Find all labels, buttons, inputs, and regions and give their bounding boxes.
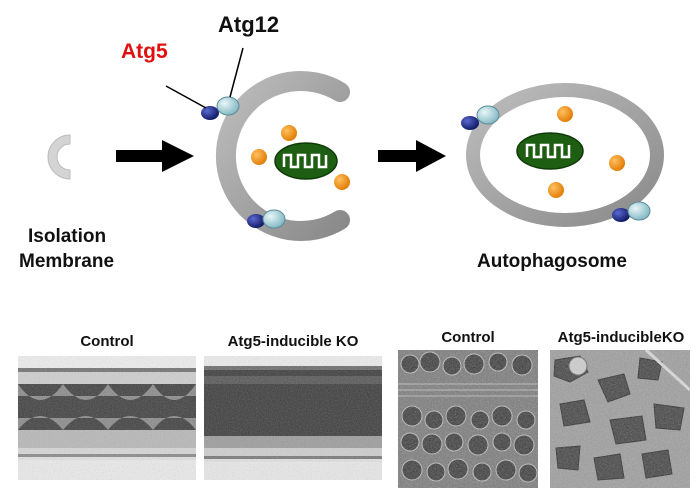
- atg5-protein: [201, 106, 219, 120]
- atg12-protein: [476, 105, 500, 125]
- atg12-protein: [216, 96, 240, 116]
- isolation-membrane-label-line2: Membrane: [19, 251, 115, 272]
- atg12-protein: [262, 209, 286, 229]
- isolation-membrane-label-line1: Isolation: [28, 226, 107, 247]
- atg5-protein: [247, 214, 265, 228]
- panel-title-control-echo: Control: [80, 333, 134, 350]
- vesicle: [334, 174, 350, 190]
- echo-image-control: [18, 356, 196, 480]
- autophagy-diagram: [47, 47, 664, 241]
- vesicle: [251, 149, 267, 165]
- em-image-ko: [550, 350, 690, 488]
- atg5-protein: [461, 116, 479, 130]
- atg5-leader-line: [165, 85, 207, 109]
- arrow-1: [116, 140, 194, 172]
- autophagosome-label: Autophagosome: [477, 251, 627, 272]
- vesicle: [609, 155, 625, 171]
- atg12-label: Atg12: [218, 12, 280, 37]
- em-image-control: [398, 350, 538, 488]
- isolation-membrane-crescent: [47, 134, 71, 180]
- phagophore-membrane: [215, 71, 350, 241]
- vesicle: [557, 106, 573, 122]
- vesicle: [281, 125, 297, 141]
- atg5-label: Atg5: [121, 40, 168, 63]
- mitochondrion: [516, 132, 584, 170]
- panel-title-ko-em: Atg5-inducibleKO: [557, 329, 685, 346]
- vesicle: [548, 182, 564, 198]
- echo-image-ko: [204, 356, 382, 480]
- mitochondrion: [274, 142, 338, 180]
- atg12-leader-line: [229, 47, 244, 98]
- panel-title-ko-echo: Atg5-inducible KO: [227, 333, 359, 350]
- arrow-2: [378, 140, 446, 172]
- atg5-protein: [612, 208, 630, 222]
- panel-title-control-em: Control: [441, 329, 495, 346]
- atg12-protein: [627, 201, 651, 221]
